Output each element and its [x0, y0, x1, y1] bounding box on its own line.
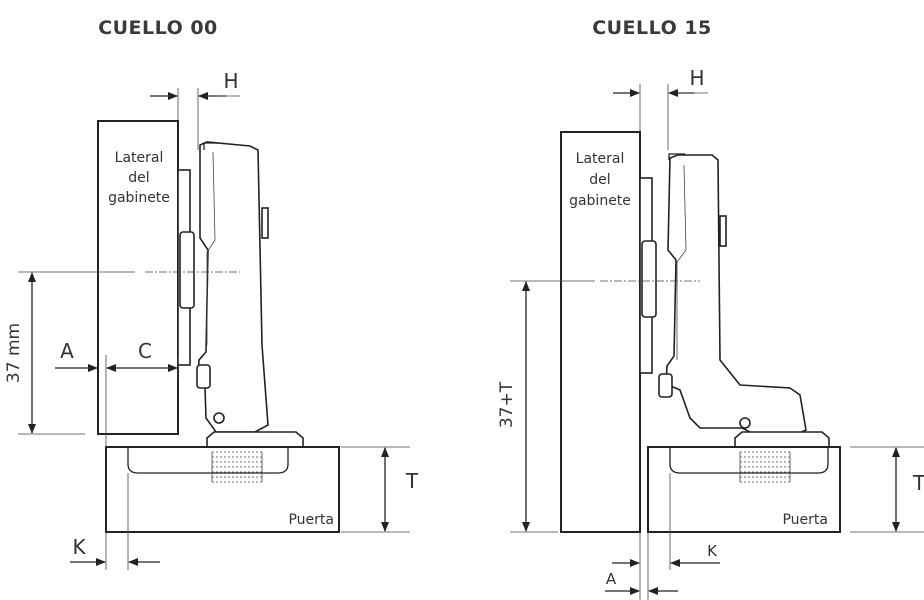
left-hinge-cup: [206, 431, 304, 448]
left-cabinet-side: [97, 120, 179, 435]
right-hinge-cup: [734, 431, 830, 448]
left-dim-c: C: [138, 339, 152, 363]
left-dim-k: K: [72, 535, 86, 559]
right-hinge-arm: [665, 154, 807, 436]
right-plate-boss: [641, 240, 657, 318]
right-dim-k: K: [707, 542, 718, 560]
left-door: [105, 446, 340, 533]
left-side-label-3: gabinete: [108, 190, 170, 206]
left-dim-a: A: [60, 339, 74, 363]
right-dim-h: H: [689, 66, 704, 90]
right-side-label-3: gabinete: [569, 193, 631, 209]
left-dim-vertical: 37 mm: [4, 323, 24, 383]
right-cabinet-side: [560, 131, 641, 533]
right-title: CUELLO 15: [592, 17, 712, 39]
right-screw-threads: [739, 451, 791, 483]
right-dim-vertical: 37+T: [497, 381, 517, 428]
right-door-label: Puerta: [782, 512, 828, 528]
left-plate-boss: [179, 231, 195, 309]
left-side-label-1: Lateral: [115, 150, 164, 166]
left-door-label: Puerta: [288, 512, 334, 528]
right-diagram: CUELLO 15 Lateral del gabinete: [497, 17, 924, 600]
right-dim-t: T: [912, 471, 924, 495]
right-dim-a: A: [606, 570, 617, 588]
left-title: CUELLO 00: [98, 17, 218, 39]
left-screw-threads: [211, 451, 263, 483]
right-side-label-1: Lateral: [576, 151, 625, 167]
left-diagram: CUELLO 00 Lateral del gabinete: [4, 17, 419, 570]
right-door: [647, 446, 841, 533]
left-side-label-2: del: [128, 170, 149, 186]
right-side-label-2: del: [589, 172, 610, 188]
left-dim-t: T: [405, 469, 419, 493]
left-dim-h: H: [223, 69, 238, 93]
